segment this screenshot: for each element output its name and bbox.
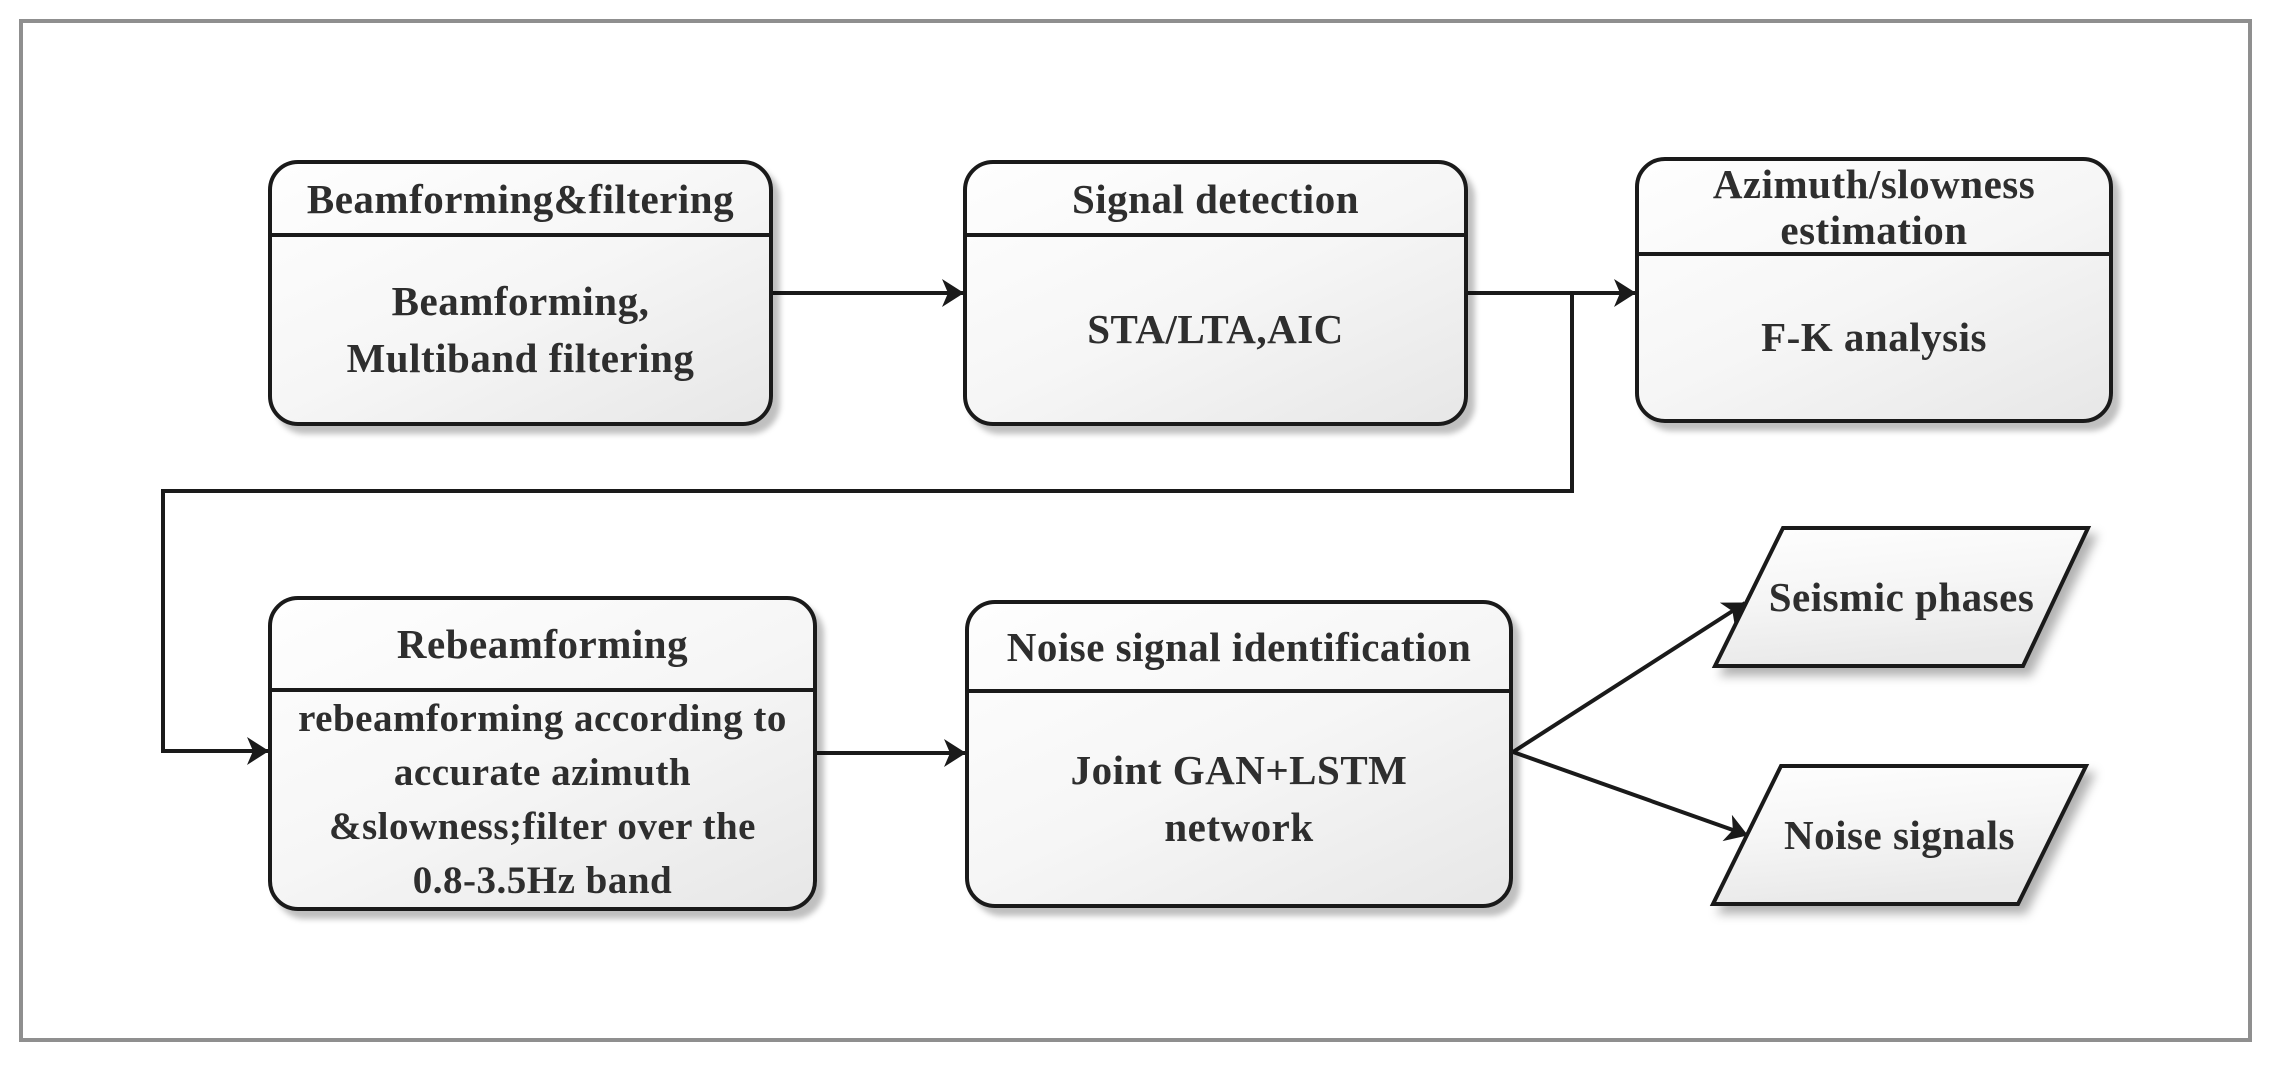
output-parallelogram-noise-signals [1709, 764, 2090, 906]
output-parallelogram-seismic-phases [1711, 526, 2092, 668]
output-label-noise-signals: Noise signals [1784, 812, 2015, 858]
node-rebeamforming: Rebeamforming rebeamforming according to… [268, 596, 817, 911]
node-body: F-K analysis [1761, 314, 1987, 360]
node-header: Signal detection [967, 164, 1464, 237]
node-header: Azimuth/slowness estimation [1639, 161, 2109, 256]
node-header: Rebeamforming [272, 600, 813, 692]
connector-branch-to-rebeamforming [161, 295, 1574, 765]
connector-noise-id-to-noise-signals [1512, 750, 1748, 842]
node-noise-signal-identification: Noise signal identification Joint GAN+LS… [965, 600, 1513, 908]
node-azimuth-slowness-estimation: Azimuth/slowness estimation F-K analysis [1635, 157, 2113, 423]
node-header: Beamforming&filtering [272, 164, 769, 237]
node-header: Noise signal identification [969, 604, 1509, 693]
output-label-seismic-phases: Seismic phases [1768, 574, 2035, 620]
node-signal-detection: Signal detection STA/LTA,AIC [963, 160, 1468, 426]
node-body: Beamforming, Multiband filtering [346, 277, 695, 381]
connector-noise-id-to-seismic-phases [1511, 601, 1747, 754]
node-body: rebeamforming according to accurate azim… [298, 697, 787, 902]
node-beamforming-filtering: Beamforming&filtering Beamforming, Multi… [268, 160, 773, 426]
node-body: Joint GAN+LSTM network [1070, 746, 1408, 850]
diagram-frame-border [19, 19, 2252, 1042]
node-body: STA/LTA,AIC [1087, 306, 1344, 352]
